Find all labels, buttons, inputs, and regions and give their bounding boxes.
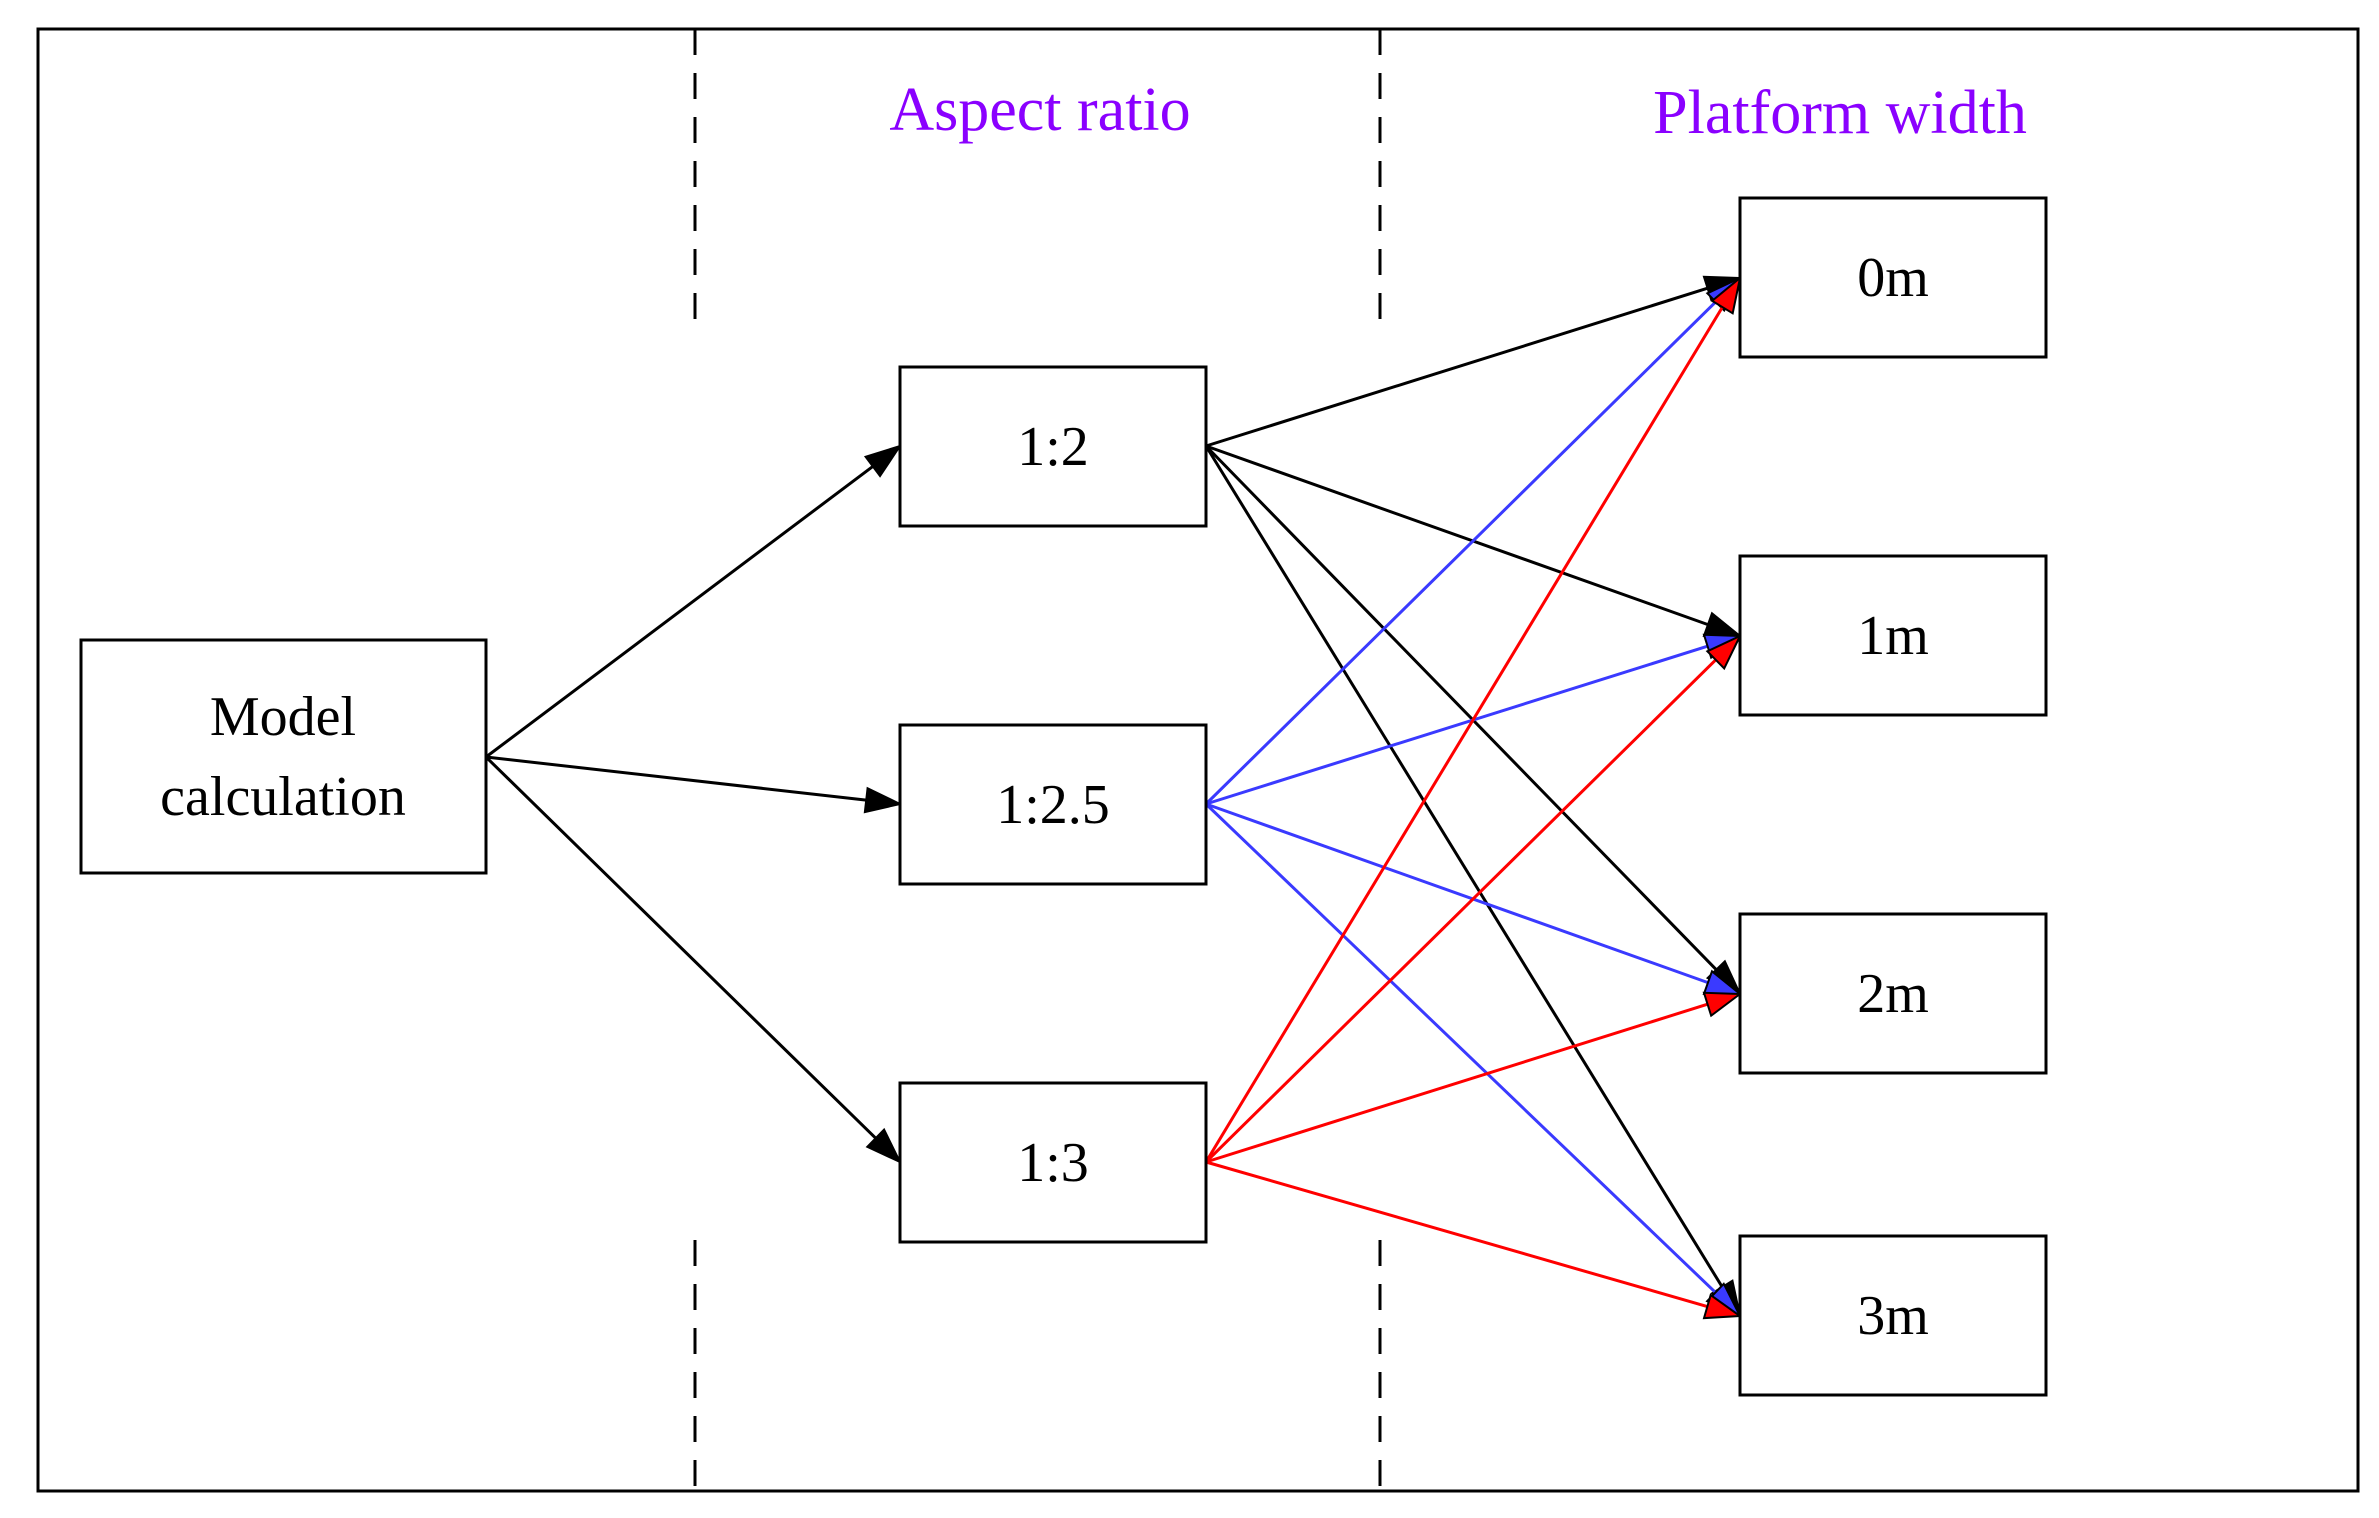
edge-line: [1205, 1002, 1709, 1164]
edge-model-to-ar_1_3: [484, 755, 903, 1165]
edge-line: [1204, 658, 1717, 1164]
arrowhead: [1705, 633, 1743, 671]
edge-ar_1_3-to-pw_0: [1204, 275, 1742, 1163]
edge-ar_1_2-to-pw_0: [1205, 275, 1743, 448]
edge-line: [1204, 444, 1718, 971]
arrowhead: [865, 1127, 903, 1165]
platform-width-label-0m: 0m: [1857, 247, 1929, 309]
aspect-ratio-label-1-3: 1:3: [1017, 1132, 1089, 1194]
edge-line: [1204, 802, 1717, 1294]
platform-width-node-1m: 1m: [1738, 554, 2048, 717]
platform-width-node-3m: 3m: [1738, 1234, 2048, 1397]
edge-model-to-ar_1_2: [485, 444, 903, 759]
arrowhead: [1702, 611, 1743, 638]
aspect-ratio-node-1-2-5: 1:2.5: [898, 723, 1208, 886]
arrowhead: [1702, 991, 1743, 1018]
edge-line: [1205, 644, 1709, 806]
platform-width-label-2m: 2m: [1857, 963, 1929, 1025]
platform-width-node-0m: 0m: [1738, 196, 2048, 359]
arrowhead: [863, 444, 903, 478]
edge-ar_1_3-to-pw_1: [1204, 633, 1743, 1164]
aspect-ratio-node-1-3: 1:3: [898, 1081, 1208, 1244]
edge-ar_1_3-to-pw_3: [1205, 1160, 1743, 1320]
aspect-ratio-label-1-2-5: 1:2.5: [996, 774, 1110, 836]
model-calculation-node: Model calculation: [79, 638, 488, 875]
aspect-ratio-header: Aspect ratio: [889, 76, 1190, 144]
platform-width-node-2m: 2m: [1738, 912, 2048, 1075]
model-calculation-label-line1: Model: [210, 686, 356, 748]
edge-ar_1_3-to-pw_2: [1205, 991, 1743, 1164]
platform-width-label-1m: 1m: [1857, 605, 1929, 667]
edges-layer: [484, 275, 1743, 1320]
edge-line: [1205, 286, 1709, 448]
edge-ar_1_2_5-to-pw_0: [1204, 275, 1743, 806]
edge-line: [485, 755, 867, 802]
arrowhead: [1702, 1293, 1743, 1320]
aspect-ratio-node-1-2: 1:2: [898, 365, 1208, 528]
arrowhead: [1710, 275, 1742, 315]
edge-line: [484, 755, 877, 1140]
aspect-ratio-label-1-2: 1:2: [1017, 416, 1089, 478]
edge-model-to-ar_1_2_5: [485, 755, 903, 814]
edge-line: [1205, 444, 1709, 627]
diagram-frame: [36, 27, 2360, 1493]
edge-line: [485, 465, 874, 759]
edge-line: [1204, 300, 1717, 806]
edge-line: [1205, 1160, 1708, 1309]
platform-width-header: Platform width: [1653, 79, 2027, 147]
platform-width-label-3m: 3m: [1857, 1285, 1929, 1347]
edge-line: [1205, 802, 1709, 985]
edge-line: [1204, 306, 1724, 1163]
edge-line: [1204, 445, 1724, 1288]
arrowhead: [863, 786, 903, 814]
model-calculation-label-line2: calculation: [160, 766, 406, 828]
